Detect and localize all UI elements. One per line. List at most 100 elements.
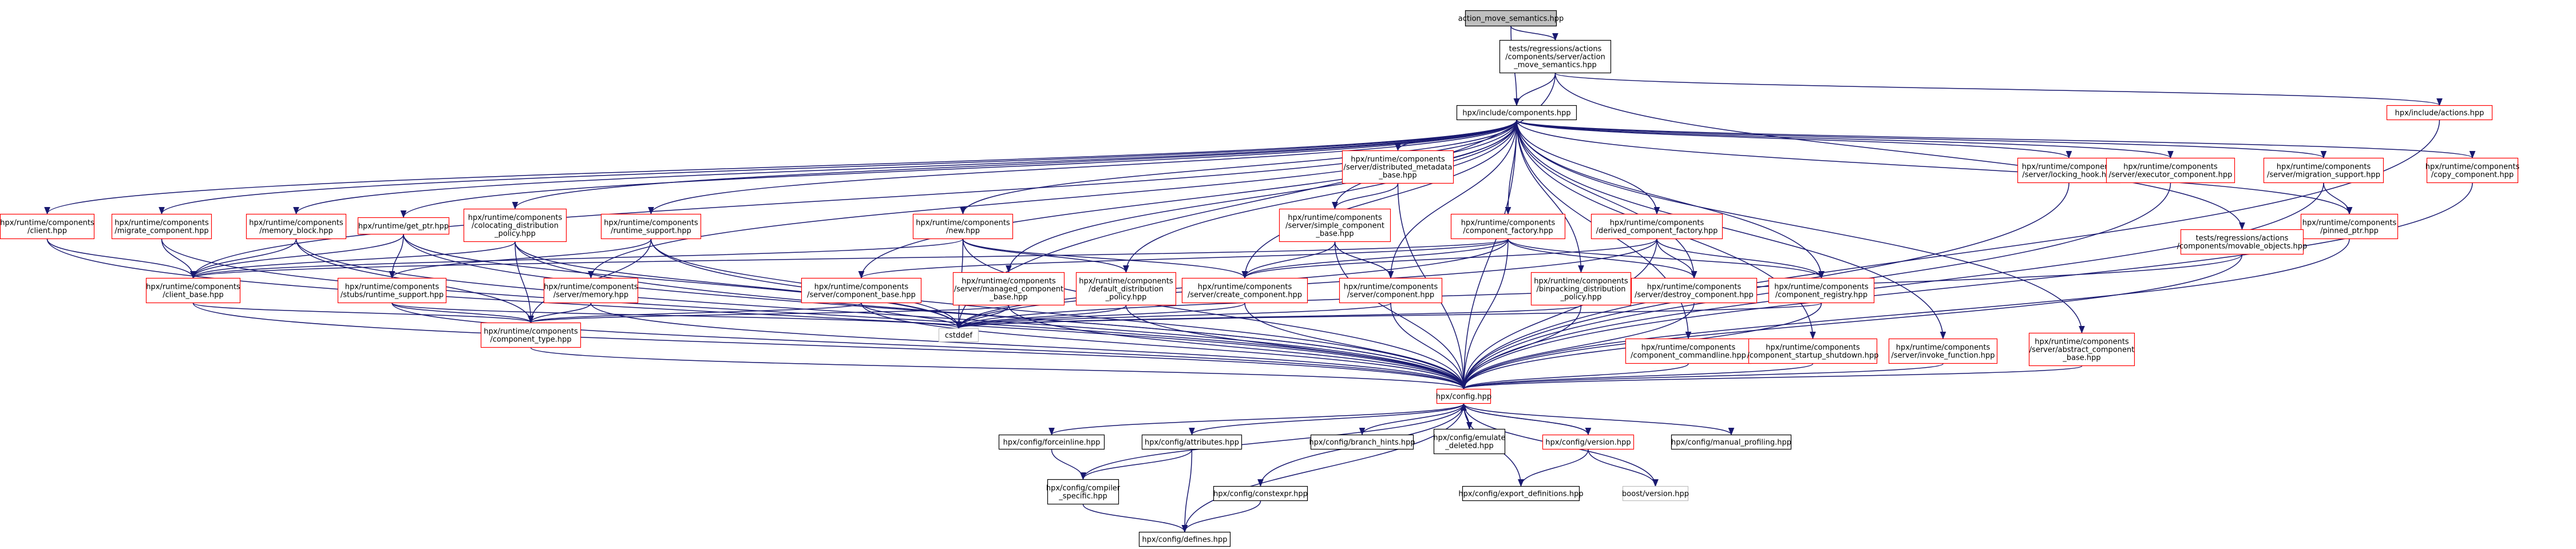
node-box [246, 213, 347, 240]
node-srv_ams[interactable]: tests/regressions/actions/components/ser… [1499, 39, 1612, 74]
edge-comp-to-derived [1516, 120, 1660, 215]
node-label: hpx/runtime/components [1198, 283, 1292, 292]
node-label: hpx/runtime/components [146, 283, 240, 292]
edge-clientbase-to-config [192, 303, 1467, 390]
edge-comp-to-binpack [1516, 120, 1584, 273]
node-box [2263, 157, 2384, 184]
node-box [1631, 277, 1758, 304]
edge-defdist-to-config [1125, 305, 1467, 390]
node-srvmem[interactable]: hpx/runtime/components/server/memory.hpp [543, 277, 639, 304]
node-constexpr[interactable]: hpx/config/constexpr.hpp [1213, 486, 1308, 502]
node-defdist[interactable]: hpx/runtime/components/default_distribut… [1075, 272, 1177, 306]
node-defines[interactable]: hpx/config/defines.hpp [1138, 531, 1231, 547]
edge-comp-to-executor [1516, 120, 2174, 159]
node-migration[interactable]: hpx/runtime/components/server/migration_… [2263, 157, 2384, 184]
edge-compbase-to-cstddef [861, 303, 962, 329]
node-box [1141, 434, 1243, 450]
edge-comp-to-client [44, 120, 1517, 215]
node-clientbase[interactable]: hpx/runtime/components/client_base.hpp [145, 277, 241, 304]
node-root[interactable]: action_move_semantics.hpp [1458, 10, 1564, 27]
edge-coloc-to-clientbase [190, 241, 516, 279]
node-box [1888, 338, 1998, 364]
node-label: hpx/runtime/components [1288, 214, 1382, 222]
node-newh[interactable]: hpx/runtime/components/new.hpp [912, 213, 1014, 240]
node-stubs[interactable]: hpx/runtime/components/stubs/runtime_sup… [337, 277, 447, 304]
node-label: _base.hpp [1315, 230, 1354, 238]
node-actions[interactable]: hpx/include/actions.hpp [2386, 105, 2493, 121]
node-invoke[interactable]: hpx/runtime/components/server/invoke_fun… [1888, 338, 1998, 364]
node-compiler[interactable]: hpx/config/compiler_specific.hpp [1046, 479, 1121, 505]
edge-newh-to-config [962, 238, 1467, 390]
node-derived[interactable]: hpx/runtime/components/derived_component… [1590, 213, 1723, 240]
node-boostver[interactable]: boost/version.hpp [1622, 486, 1689, 502]
node-abstract[interactable]: hpx/runtime/components/server/abstract_c… [2028, 332, 2135, 367]
node-cstddef[interactable]: cstddef [938, 328, 979, 343]
node-label: _base.hpp [989, 293, 1027, 302]
node-config[interactable]: hpx/config.hpp [1436, 388, 1491, 404]
edge-srvcomp-to-config [1390, 303, 1467, 390]
node-pinned[interactable]: hpx/runtime/components/pinned_ptr.hpp [2300, 213, 2399, 240]
node-attributes[interactable]: hpx/config/attributes.hpp [1141, 434, 1243, 450]
node-executor[interactable]: hpx/runtime/components/server/executor_c… [2106, 157, 2235, 184]
node-registry[interactable]: hpx/runtime/components/component_registr… [1768, 277, 1875, 304]
node-label: hpx/runtime/components [0, 219, 94, 228]
node-cmdline[interactable]: hpx/runtime/components/component_command… [1625, 338, 1752, 364]
node-profiling[interactable]: hpx/config/manual_profiling.hpp [1671, 434, 1792, 450]
edge-comp-to-managed [1006, 120, 1517, 273]
node-label: hpx/runtime/components [2123, 163, 2218, 172]
node-box [2028, 332, 2135, 367]
edge-movable-to-config [1461, 254, 2243, 390]
node-memblock[interactable]: hpx/runtime/components/memory_block.hpp [246, 213, 347, 240]
node-srvcomp[interactable]: hpx/runtime/components/server/component.… [1339, 277, 1443, 304]
node-box [1465, 10, 1557, 27]
node-box [1622, 486, 1689, 502]
edge-srv_ams-to-comp [1513, 73, 1556, 106]
node-dist_meta[interactable]: hpx/runtime/components/server/distribute… [1342, 150, 1454, 184]
node-locking[interactable]: hpx/runtime/components/server/locking_ho… [2017, 157, 2121, 184]
edge-factory-to-registry [1507, 238, 1825, 279]
node-box [998, 434, 1105, 450]
node-label: hpx/runtime/components [484, 328, 578, 336]
edge-comp-to-migration [1516, 120, 2326, 159]
node-version[interactable]: hpx/config/version.hpp [1542, 434, 1635, 450]
node-client[interactable]: hpx/runtime/components/client.hpp [0, 213, 95, 240]
node-copy[interactable]: hpx/runtime/components/copy_component.hp… [2425, 157, 2520, 184]
node-destroy[interactable]: hpx/runtime/components/server/destroy_co… [1631, 277, 1758, 304]
node-emulate[interactable]: hpx/config/emulate_deleted.hpp [1433, 428, 1506, 455]
node-branch[interactable]: hpx/config/branch_hints.hpp [1309, 434, 1415, 450]
node-label: hpx/runtime/components [1766, 344, 1860, 352]
node-binpack[interactable]: hpx/runtime/components/binpacking_distri… [1530, 272, 1632, 306]
edge-comp-to-srvmem [588, 120, 1517, 279]
edge-constexpr-to-defines [1181, 500, 1261, 533]
node-label: /derived_component_factory.hpp [1596, 227, 1718, 236]
node-label: /server/component_base.hpp [807, 291, 916, 300]
edge-comp-to-create [1241, 120, 1517, 279]
node-managed[interactable]: hpx/runtime/components/server/managed_co… [952, 272, 1065, 306]
edge-compbase-to-comptype [528, 303, 862, 324]
node-box [1279, 208, 1391, 242]
node-startup[interactable]: hpx/runtime/components/component_startup… [1747, 338, 1879, 364]
node-label: hpx/runtime/components [1461, 219, 1556, 228]
node-comp[interactable]: hpx/include/components.hpp [1456, 105, 1577, 121]
node-compbase[interactable]: hpx/runtime/components/server/component_… [801, 277, 922, 304]
node-label: /component_startup_shutdown.hpp [1747, 352, 1879, 360]
node-movable[interactable]: tests/regressions/actions/components/mov… [2177, 229, 2307, 255]
node-forceinline[interactable]: hpx/config/forceinline.hpp [998, 434, 1105, 450]
node-factory[interactable]: hpx/runtime/components/component_factory… [1450, 213, 1566, 240]
node-box [2017, 157, 2121, 184]
node-rtsupport[interactable]: hpx/runtime/components/runtime_support.h… [600, 213, 702, 240]
edge-comp-to-getptr [400, 120, 1517, 218]
node-label: /default_distribution [1089, 285, 1164, 294]
node-export[interactable]: hpx/config/export_definitions.hpp [1458, 486, 1584, 502]
node-migrate[interactable]: hpx/runtime/components/migrate_component… [111, 213, 212, 240]
node-label: /server/migration_support.hpp [2267, 171, 2380, 180]
node-box [1181, 277, 1308, 304]
node-coloc[interactable]: hpx/runtime/components/colocating_distri… [463, 208, 567, 242]
node-label: /copy_component.hpp [2431, 171, 2514, 180]
node-create[interactable]: hpx/runtime/components/server/create_com… [1181, 277, 1308, 304]
node-simple[interactable]: hpx/runtime/components/server/simple_com… [1279, 208, 1391, 242]
node-getptr[interactable]: hpx/runtime/get_ptr.hpp [357, 217, 450, 235]
node-comptype[interactable]: hpx/runtime/components/component_type.hp… [480, 322, 581, 348]
node-box [1310, 434, 1414, 450]
